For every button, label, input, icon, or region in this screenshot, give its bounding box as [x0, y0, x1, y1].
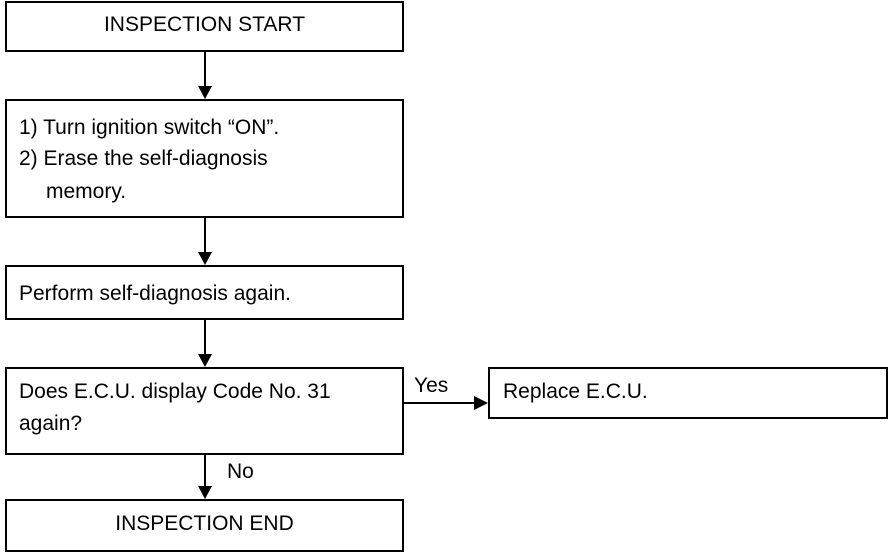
yes-action-label: Replace E.C.U.	[503, 380, 648, 403]
step1-line1: 1) Turn ignition switch “ON”.	[19, 116, 280, 139]
no-label: No	[227, 460, 254, 483]
end-box	[5, 499, 404, 552]
decision-line2: again?	[19, 412, 83, 435]
start-box	[5, 1, 404, 52]
step1-box	[5, 99, 404, 218]
yes-label: Yes	[414, 374, 449, 397]
arrowhead-right	[474, 396, 488, 410]
step2-label: Perform self-diagnosis again.	[19, 282, 291, 305]
start-label: INSPECTION START	[103, 13, 306, 36]
decision-box	[5, 367, 404, 455]
yes-action-box	[488, 367, 888, 419]
arrowhead-down	[198, 354, 212, 367]
end-label: INSPECTION END	[115, 512, 294, 535]
arrowhead-down	[198, 252, 212, 265]
arrowhead-down	[198, 486, 212, 499]
step1-line3: memory.	[46, 180, 127, 203]
step2-box	[5, 265, 404, 320]
step1-line2: 2) Erase the self-diagnosis	[19, 147, 268, 170]
arrowhead-down	[198, 86, 212, 99]
decision-line1: Does E.C.U. display Code No. 31	[19, 380, 331, 403]
